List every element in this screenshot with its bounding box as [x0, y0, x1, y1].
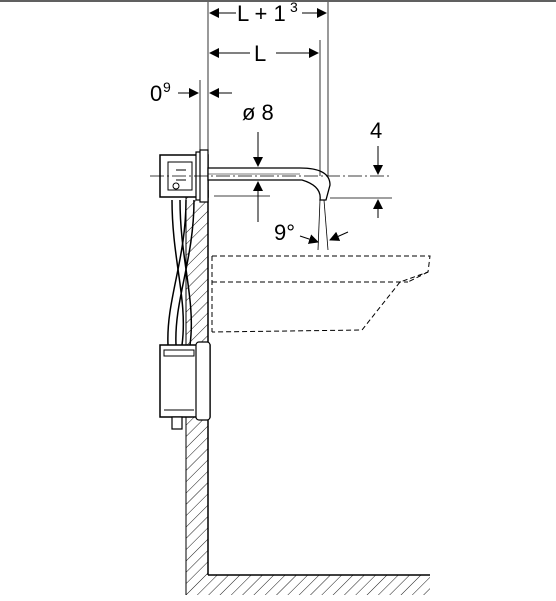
dimension-spout-height: 4: [330, 118, 392, 218]
lower-control-box: [159, 341, 211, 430]
wall-offset-label: 0: [150, 81, 162, 106]
dimension-spout-angle: 9°: [274, 199, 349, 251]
diameter-label: ø 8: [242, 100, 274, 125]
spout-height-label: 4: [370, 118, 382, 143]
dimension-total-length: L + 1 3: [207, 0, 329, 176]
length-label: L: [254, 41, 266, 66]
wall-offset-exponent: 9: [163, 79, 171, 95]
floor: [208, 574, 430, 595]
total-length-label: L + 1: [237, 1, 286, 26]
dimension-diameter: ø 8: [214, 100, 274, 222]
washbasin: [211, 255, 431, 333]
dimension-wall-offset: 0 9: [150, 79, 232, 150]
dimension-length: L: [209, 40, 321, 176]
spout-angle-label: 9°: [274, 220, 295, 245]
hoses: [167, 199, 195, 346]
total-length-exponent: 3: [290, 0, 298, 15]
spout: [207, 167, 331, 201]
